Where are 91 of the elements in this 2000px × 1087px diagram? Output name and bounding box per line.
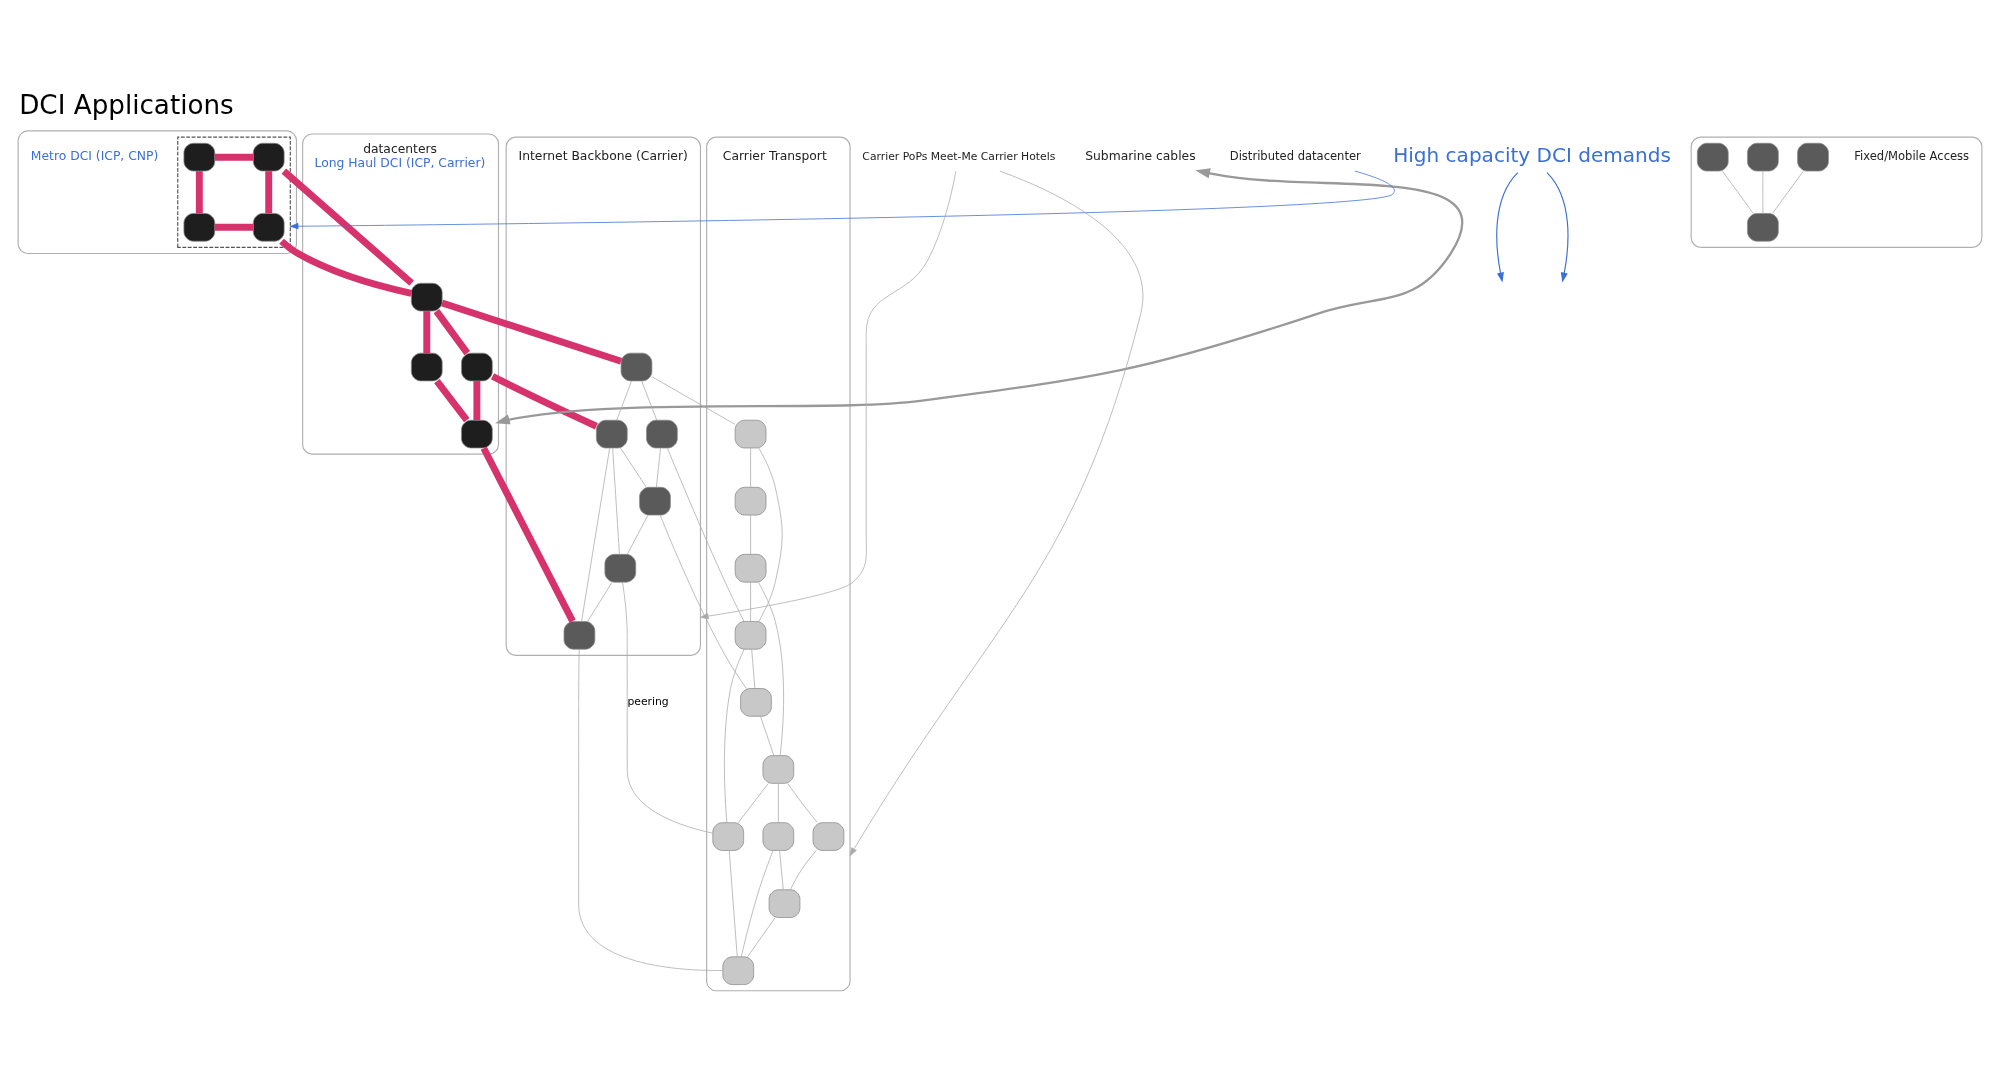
- connector: [750, 447, 751, 488]
- node-box: [734, 486, 767, 516]
- arrow: [289, 170, 1395, 230]
- connector: [750, 581, 751, 622]
- connector: [626, 514, 649, 555]
- connector: [441, 299, 623, 365]
- arrow: [495, 168, 1463, 425]
- node-box: [461, 352, 493, 382]
- node-box: [596, 419, 628, 449]
- node-box: [183, 213, 216, 242]
- node-box: [646, 419, 678, 449]
- connector: [758, 447, 783, 622]
- node-box: [183, 142, 216, 172]
- node-box: [639, 486, 671, 516]
- connector: [760, 716, 775, 756]
- connector: [281, 168, 414, 286]
- connector: [279, 238, 413, 297]
- connector: [616, 380, 632, 421]
- diagram-title: DCI Applications: [19, 90, 234, 121]
- node-text: Distributed datacenter: [1229, 148, 1361, 163]
- arrow: [849, 170, 1144, 857]
- node-box: [620, 352, 653, 382]
- connector: [787, 783, 818, 823]
- connector: [620, 447, 647, 488]
- node-box: [722, 956, 755, 985]
- connector: [659, 514, 747, 689]
- node-box: [768, 889, 801, 918]
- connector: [790, 850, 817, 890]
- connector: [779, 850, 784, 890]
- cluster: Carrier Transport: [706, 136, 851, 992]
- connector: [758, 581, 784, 756]
- connector: [423, 311, 431, 354]
- node-box: [410, 352, 443, 382]
- node-box: [762, 755, 795, 784]
- connector: [777, 783, 779, 823]
- cluster: Internet Backbone (Carrier): [505, 136, 702, 656]
- node-box: [740, 688, 772, 717]
- connector: [728, 850, 738, 958]
- connector: [641, 380, 658, 421]
- node-text: Carrier PoPs Meet-Me Carrier Hotels: [862, 150, 1056, 164]
- edge-label: peering: [627, 695, 669, 709]
- connector: [740, 850, 774, 958]
- connector: [612, 447, 620, 555]
- connector: [214, 223, 254, 231]
- connector: [723, 648, 745, 823]
- cluster: Fixed/Mobile Access: [1690, 136, 1983, 248]
- connector: [473, 381, 481, 421]
- connector: [747, 917, 776, 958]
- node-box: [1696, 142, 1729, 172]
- connector: [667, 447, 745, 622]
- node-box: [563, 621, 596, 650]
- connector: [433, 309, 471, 356]
- node-box: [734, 621, 767, 650]
- connector: [434, 378, 470, 423]
- connector: [1762, 170, 1764, 214]
- connector: [622, 581, 714, 834]
- node-box: [604, 554, 637, 583]
- connector: [490, 373, 598, 430]
- node-box: [762, 822, 795, 851]
- connector: [656, 447, 661, 488]
- connector: [750, 514, 751, 555]
- node-box: [1797, 142, 1829, 172]
- connector: [751, 648, 756, 689]
- connector: [581, 447, 611, 622]
- connector: [214, 153, 254, 161]
- node-box: [1747, 213, 1779, 242]
- arrow: [1496, 172, 1519, 283]
- connector: [195, 171, 203, 214]
- node-text: High capacity DCI demands: [1393, 143, 1671, 168]
- connector: [578, 649, 724, 971]
- connector: [480, 446, 576, 623]
- connector: [265, 171, 273, 214]
- node-box: [410, 282, 443, 312]
- node-box: [734, 419, 767, 449]
- node-box: [734, 554, 767, 583]
- connector: [587, 581, 613, 622]
- node-box: [461, 419, 493, 449]
- connector: [737, 783, 769, 823]
- cluster: [177, 136, 291, 248]
- arrow: [1546, 172, 1569, 283]
- node-box: [252, 213, 285, 242]
- node-box: [812, 822, 845, 851]
- connector: [1722, 170, 1754, 214]
- node-box: [1747, 142, 1779, 172]
- node-text: Submarine cables: [1085, 149, 1196, 164]
- connector: [651, 376, 736, 425]
- node-box: [712, 822, 745, 851]
- arrow: [700, 170, 957, 620]
- cluster: datacenters Long Haul DCI (ICP, Carrier): [302, 133, 500, 455]
- connector: [1772, 170, 1804, 214]
- node-box: [252, 142, 285, 172]
